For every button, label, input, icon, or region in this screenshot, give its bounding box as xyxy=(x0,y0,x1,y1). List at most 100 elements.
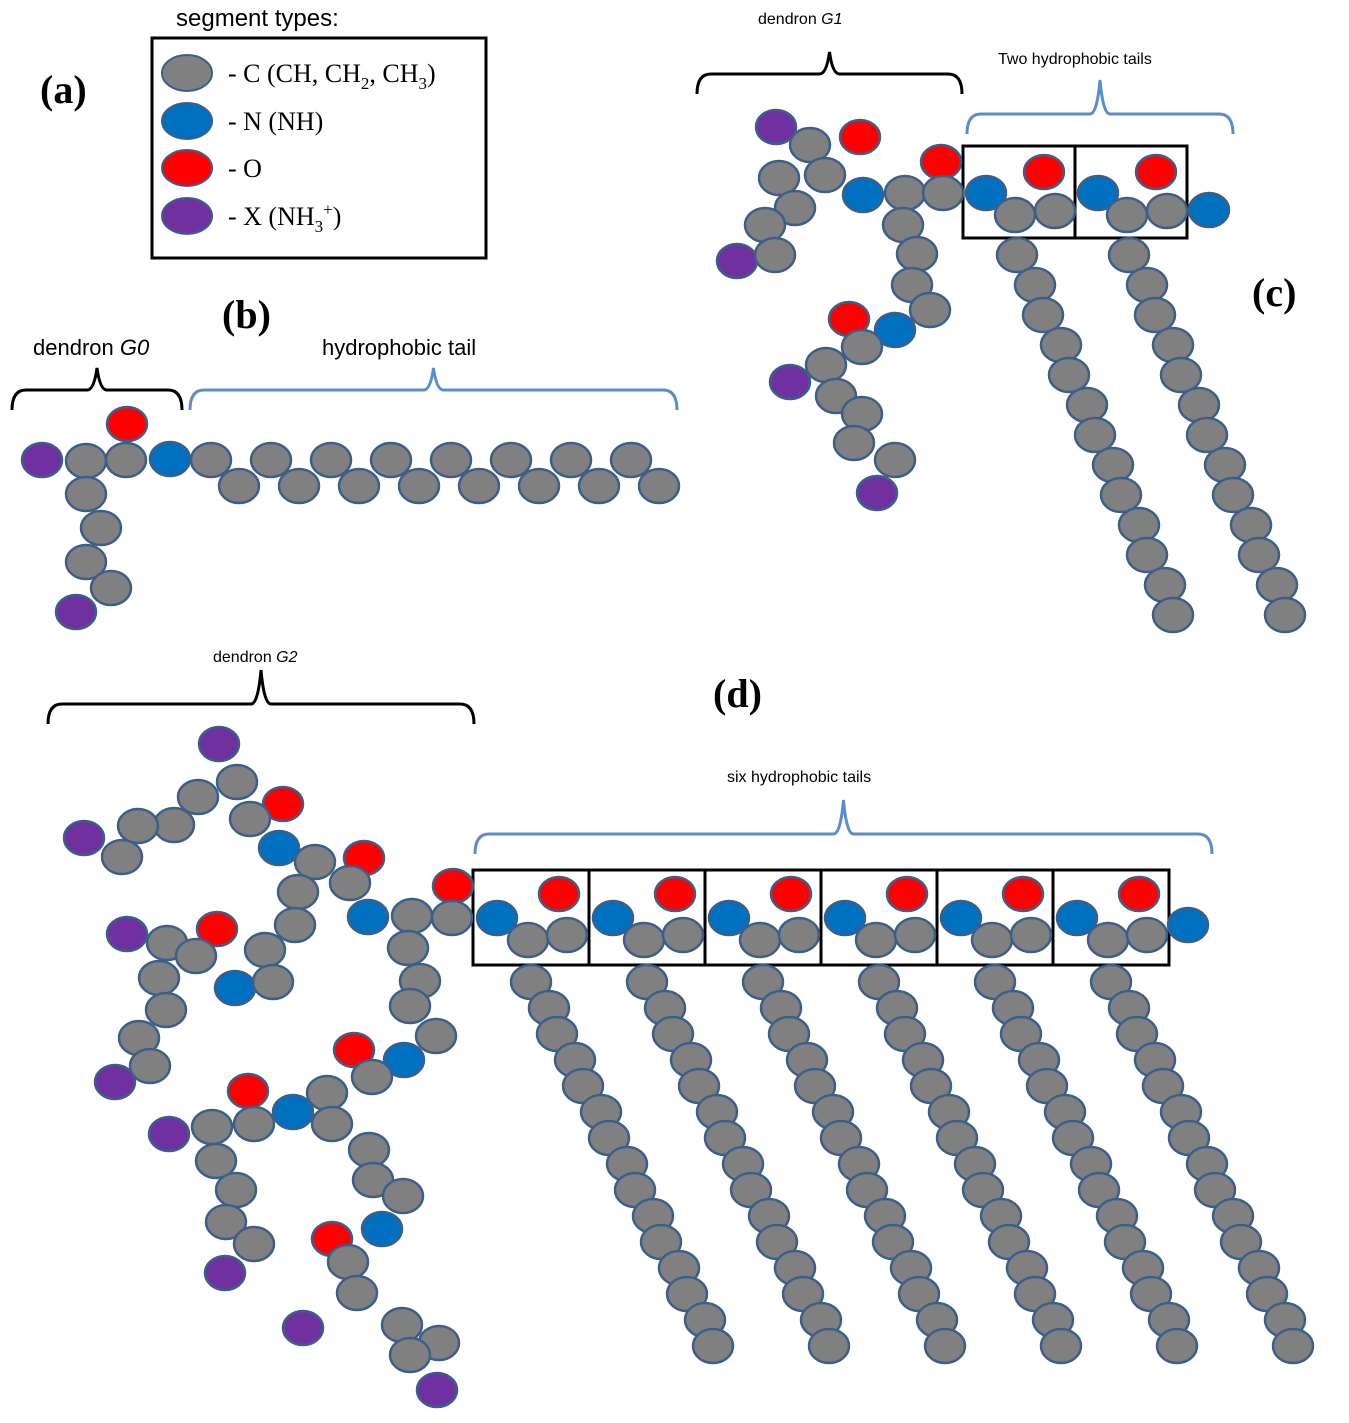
ammonium-bead xyxy=(105,915,149,953)
carbon-bead xyxy=(517,467,561,505)
carbon-bead xyxy=(1177,386,1221,424)
carbon-bead xyxy=(1211,476,1255,514)
carbon-bead xyxy=(388,987,432,1025)
oxygen-bead xyxy=(261,785,305,823)
carbon-bead xyxy=(100,838,144,876)
carbon-bead xyxy=(908,291,952,329)
carbon-bead xyxy=(194,1142,238,1180)
carbon-bead xyxy=(1145,192,1189,230)
legend-swatch-ammonium xyxy=(161,197,213,235)
nitrogen-bead xyxy=(1187,191,1231,229)
legend-box xyxy=(150,36,488,260)
carbon-bead xyxy=(609,441,653,479)
carbon-bead xyxy=(753,236,797,274)
carbon-bead xyxy=(232,1105,276,1143)
carbon-bead xyxy=(390,897,434,935)
carbon-bead xyxy=(64,475,108,513)
carbon-bead xyxy=(1065,386,1109,424)
carbon-bead xyxy=(273,906,317,944)
ammonium-bead xyxy=(62,819,106,857)
carbon-bead xyxy=(64,442,108,480)
panel-d-letter: (d) xyxy=(713,671,762,716)
carbon-bead xyxy=(305,1074,349,1112)
carbon-bead xyxy=(310,1105,354,1143)
nitrogen-bead xyxy=(213,969,257,1007)
oxygen-bead xyxy=(105,405,149,443)
oxygen-bead xyxy=(226,1072,270,1110)
carbon-bead xyxy=(369,441,413,479)
carbon-bead xyxy=(64,543,108,581)
ammonium-bead xyxy=(54,593,98,631)
nitrogen-bead xyxy=(382,1041,426,1079)
panel-b-dendron-brace xyxy=(10,367,184,411)
carbon-bead xyxy=(883,174,927,212)
carbon-bead xyxy=(1107,236,1151,274)
oxygen-bead xyxy=(1117,875,1161,913)
panel-a-letter: (a) xyxy=(40,67,87,112)
carbon-bead xyxy=(232,1225,276,1263)
carbon-bead xyxy=(893,916,937,954)
panel-b-dendron-label: dendron G0 xyxy=(33,335,150,360)
carbon-bead xyxy=(1086,921,1130,959)
carbon-bead xyxy=(104,441,148,479)
carbon-bead xyxy=(243,931,287,969)
oxygen-bead xyxy=(885,875,929,913)
oxygen-bead xyxy=(1001,875,1045,913)
braces xyxy=(10,51,1235,855)
carbon-bead xyxy=(743,206,787,244)
ammonium-bead xyxy=(715,242,759,280)
oxygen-bead xyxy=(195,910,239,948)
carbon-bead xyxy=(128,1047,172,1085)
legend-label-ammonium: - X (NH3+) xyxy=(228,200,341,236)
legend-title: segment types: xyxy=(176,5,339,32)
carbon-bead xyxy=(1099,476,1143,514)
carbon-bead xyxy=(691,1327,735,1365)
panel-d-dendron-brace xyxy=(46,669,476,725)
ammonium-bead xyxy=(93,1063,137,1101)
nitrogen-bead xyxy=(1055,899,1099,937)
carbon-bead xyxy=(79,509,123,547)
carbon-bead xyxy=(430,899,474,937)
nitrogen-bead xyxy=(148,440,192,478)
carbon-bead xyxy=(545,916,589,954)
carbon-bead xyxy=(249,441,293,479)
carbon-bead xyxy=(1105,196,1149,234)
carbon-bead xyxy=(116,807,160,845)
carbon-bead xyxy=(1151,326,1195,364)
carbon-bead xyxy=(622,921,666,959)
ammonium-bead xyxy=(281,1309,325,1347)
carbon-bead xyxy=(1047,356,1091,394)
carbon-bead xyxy=(506,921,550,959)
nitrogen-bead xyxy=(257,829,301,867)
carbon-bead xyxy=(397,467,441,505)
carbon-bead xyxy=(277,467,321,505)
carbon-bead xyxy=(1155,1327,1199,1365)
legend-label-carbon: - C (CH, CH2, CH3) xyxy=(228,59,436,93)
carbon-bead xyxy=(190,1108,234,1146)
nitrogen-bead xyxy=(271,1093,315,1131)
nitrogen-bead xyxy=(346,898,390,936)
carbon-bead xyxy=(993,196,1037,234)
carbon-bead xyxy=(1117,506,1161,544)
ammonium-bead xyxy=(203,1254,247,1292)
carbon-bead xyxy=(1021,296,1065,334)
legend-swatch-carbon xyxy=(161,54,213,92)
oxygen-bead xyxy=(1134,153,1178,191)
ammonium-bead xyxy=(754,108,798,146)
carbon-bead xyxy=(1263,596,1307,634)
carbon-bead xyxy=(757,159,801,197)
carbon-bead xyxy=(328,864,372,902)
legend-swatch-oxygen xyxy=(161,149,213,187)
oxygen-bead xyxy=(769,875,813,913)
carbon-bead xyxy=(89,569,133,607)
carbon-bead xyxy=(803,156,847,194)
beads xyxy=(20,108,1315,1409)
carbon-bead xyxy=(895,235,939,273)
carbon-bead xyxy=(873,441,917,479)
carbon-bead xyxy=(189,441,233,479)
carbon-bead xyxy=(788,126,832,164)
carbon-bead xyxy=(228,800,272,838)
carbon-bead xyxy=(335,1274,379,1312)
nitrogen-bead xyxy=(1166,906,1210,944)
carbon-bead xyxy=(1125,266,1169,304)
